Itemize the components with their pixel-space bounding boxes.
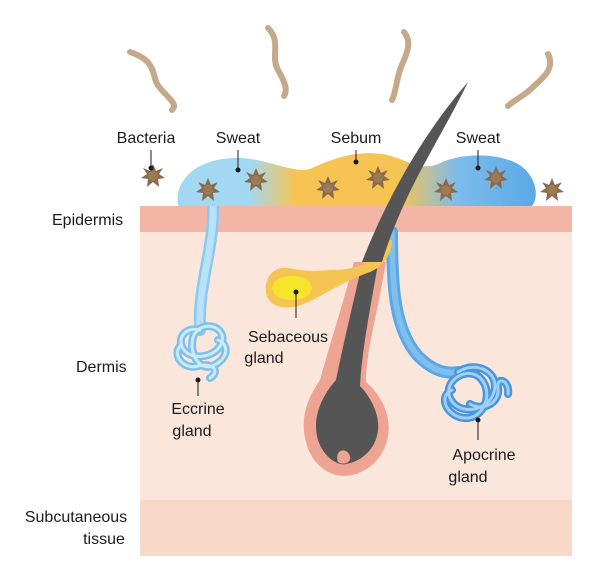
- odor-wisp: [265, 25, 289, 99]
- odor-wisp: [127, 49, 177, 113]
- sebum-label: Sebum: [331, 130, 382, 147]
- epidermis-layer: [140, 206, 572, 232]
- hair-shaft: [362, 82, 468, 262]
- eccrine-label-line2: gland: [172, 423, 211, 440]
- hair-follicle: [303, 262, 389, 476]
- odor-wisp: [505, 51, 553, 109]
- bacteria-label: Bacteria: [117, 130, 176, 147]
- subcutaneous-label-line2: tissue: [83, 531, 125, 548]
- subcutaneous-layer: [140, 500, 572, 556]
- eccrine-label-line1: Eccrine: [171, 401, 224, 418]
- apocrine-label-line1: Apocrine: [452, 447, 515, 464]
- sweat-right-label: Sweat: [456, 130, 501, 147]
- sebaceous-label-line2: gland: [244, 350, 283, 367]
- callout-lines: [148, 150, 481, 440]
- sebaceous-label-line1: Sebaceous: [248, 329, 328, 346]
- apocrine-label-line2: gland: [448, 469, 487, 486]
- subcutaneous-label-line1: Subcutaneous: [25, 509, 127, 526]
- odor-wisp: [389, 29, 412, 103]
- apocrine-gland: [386, 226, 513, 423]
- bacterium: [540, 178, 564, 201]
- sweat-left-label: Sweat: [216, 130, 261, 147]
- dermis-label: Dermis: [76, 359, 127, 376]
- eccrine-gland: [173, 194, 230, 382]
- odor-wisps: [127, 25, 553, 113]
- epidermis-label: Epidermis: [52, 212, 123, 229]
